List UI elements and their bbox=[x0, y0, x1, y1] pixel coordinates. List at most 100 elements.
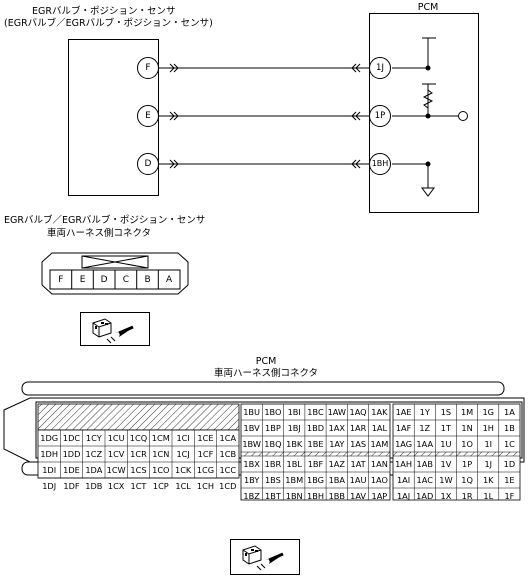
connector-terminal: 1AN bbox=[370, 459, 388, 469]
connector-terminal: 1J bbox=[484, 459, 493, 469]
connector-terminal: 1DH bbox=[40, 449, 58, 459]
connector-terminal: 1BV bbox=[243, 423, 260, 433]
connector-terminal: 1M bbox=[460, 407, 474, 417]
connector-terminal: 1DJ bbox=[42, 481, 57, 491]
connector-terminal: 1AZ bbox=[328, 459, 345, 469]
connector-terminal: 1D bbox=[503, 459, 516, 469]
connector-terminal: 1AJ bbox=[396, 491, 411, 501]
connector-terminal: 1AC bbox=[416, 475, 433, 485]
connector-terminal: 1CJ bbox=[176, 449, 190, 459]
connector-terminal: 1Z bbox=[419, 423, 431, 433]
sensor-connector-pin: C bbox=[122, 275, 129, 285]
connector-terminal: 1CA bbox=[219, 433, 237, 443]
sensor-title-line2: (EGRバルブ／EGRバルブ・ポジション・センサ) bbox=[4, 18, 213, 29]
connector-terminal: 1N bbox=[461, 423, 473, 433]
connector-terminal: 1Q bbox=[461, 475, 473, 485]
connector-terminal: 1CD bbox=[219, 481, 237, 491]
connector-terminal: 1BS bbox=[264, 475, 281, 485]
connector-terminal: 1BW bbox=[242, 439, 261, 449]
connector-terminal: 1CG bbox=[196, 465, 215, 475]
sensor-connector-title-line2: 車両ハーネス側コネクタ bbox=[46, 228, 152, 239]
connector-terminal: 1H bbox=[482, 423, 494, 433]
connector-terminal: 1AT bbox=[350, 459, 366, 469]
pcm-connector-title-line1: PCM bbox=[255, 356, 277, 367]
connector-terminal: 1CQ bbox=[129, 433, 148, 443]
connector-terminal: 1A bbox=[504, 407, 515, 417]
connector-terminal: 1BL bbox=[286, 459, 302, 469]
pcm-pin: 1BH bbox=[369, 153, 391, 175]
connector-terminal: 1BI bbox=[287, 407, 301, 417]
connector-terminal: 1CM bbox=[151, 433, 170, 443]
connector-terminal: 1CS bbox=[130, 465, 147, 475]
connector-terminal: 1CP bbox=[152, 481, 169, 491]
connector-terminal: 1AI bbox=[396, 475, 411, 485]
pcm-pin: 1J bbox=[369, 57, 391, 79]
sensor-title-line1: EGRバルブ・ポジション・センサ bbox=[32, 6, 176, 17]
connector-terminal: 1CN bbox=[152, 449, 170, 459]
connector-terminal: 1DF bbox=[63, 481, 80, 491]
connector-terminal: 1BM bbox=[285, 475, 304, 485]
connector-terminal: 1AB bbox=[416, 459, 433, 469]
connector-terminal: 1BO bbox=[264, 407, 282, 417]
connector-terminal: 1AR bbox=[349, 423, 367, 433]
connector-terminal: 1V bbox=[440, 459, 452, 469]
connector-terminal: 1AX bbox=[328, 423, 345, 433]
connector-terminal: 1AA bbox=[416, 439, 434, 449]
connector-terminal: 1AS bbox=[350, 439, 367, 449]
connector-terminal: 1CT bbox=[130, 481, 147, 491]
connector-terminal: 1R bbox=[461, 491, 473, 501]
connector-terminal: 1F bbox=[504, 491, 515, 501]
connector-terminal: 1I bbox=[484, 439, 493, 449]
connector-terminal: 1BN bbox=[285, 491, 303, 501]
pcm-connector-title-line2: 車両ハーネス側コネクタ bbox=[213, 368, 319, 379]
connector-terminal: 1BJ bbox=[287, 423, 301, 433]
pcm-pin: 1P bbox=[369, 105, 391, 127]
connector-terminal: 1E bbox=[504, 475, 515, 485]
connector-terminal: 1DD bbox=[62, 449, 81, 459]
connector-terminal: 1Y bbox=[419, 407, 430, 417]
connector-terminal: 1AE bbox=[395, 407, 412, 417]
connector-terminal: 1BC bbox=[307, 407, 324, 417]
connector-terminal: 1AK bbox=[371, 407, 388, 417]
sensor-pin: D bbox=[137, 153, 159, 175]
connector-terminal: 1U bbox=[440, 439, 452, 449]
connector-terminal: 1CU bbox=[107, 433, 125, 443]
connector-terminal: 1CB bbox=[219, 449, 237, 459]
connector-terminal: 1DA bbox=[85, 465, 103, 475]
connector-terminal: 1BG bbox=[306, 475, 325, 485]
pcm-title: PCM bbox=[417, 2, 439, 13]
connector-terminal: 1DE bbox=[63, 465, 80, 475]
connector-terminal: 1CH bbox=[196, 481, 214, 491]
connector-terminal: 1B bbox=[504, 423, 515, 433]
connector-terminal: 1CZ bbox=[85, 449, 103, 459]
connector-terminal: 1CE bbox=[197, 433, 214, 443]
connector-terminal: 1CI bbox=[176, 433, 190, 443]
connector-terminal: 1C bbox=[503, 439, 515, 449]
connector-terminal: 1BF bbox=[307, 459, 324, 469]
connector-terminal: 1AQ bbox=[349, 407, 367, 417]
connector-terminal: 1AH bbox=[395, 459, 413, 469]
connector-terminal: 1P bbox=[462, 459, 473, 469]
connector-terminal: 1AL bbox=[371, 423, 388, 433]
connector-view-icon bbox=[80, 312, 150, 346]
connector-terminal: 1AG bbox=[395, 439, 413, 449]
connector-terminal: 1CF bbox=[197, 449, 214, 459]
connector-terminal: 1BP bbox=[265, 423, 281, 433]
connector-terminal: 1DC bbox=[62, 433, 81, 443]
connector-terminal: 1BK bbox=[286, 439, 303, 449]
sensor-connector-title-line1: EGRバルブ／EGRバルブ・ポジション・センサ bbox=[4, 215, 206, 226]
connector-terminal: 1CY bbox=[85, 433, 102, 443]
connector-terminal: 1AM bbox=[370, 439, 389, 449]
connector-terminal: 1X bbox=[440, 491, 452, 501]
connector-terminal: 1CR bbox=[130, 449, 147, 459]
sensor-connector-pin: F bbox=[58, 275, 64, 285]
connector-terminal: 1BZ bbox=[243, 491, 260, 501]
sensor-connector-pin: D bbox=[100, 275, 108, 285]
sensor-pin: F bbox=[137, 57, 159, 79]
connector-terminal: 1BA bbox=[328, 475, 346, 485]
connector-terminal: 1S bbox=[440, 407, 452, 417]
connector-terminal: 1AV bbox=[350, 491, 367, 501]
sensor-pin: E bbox=[137, 105, 159, 127]
